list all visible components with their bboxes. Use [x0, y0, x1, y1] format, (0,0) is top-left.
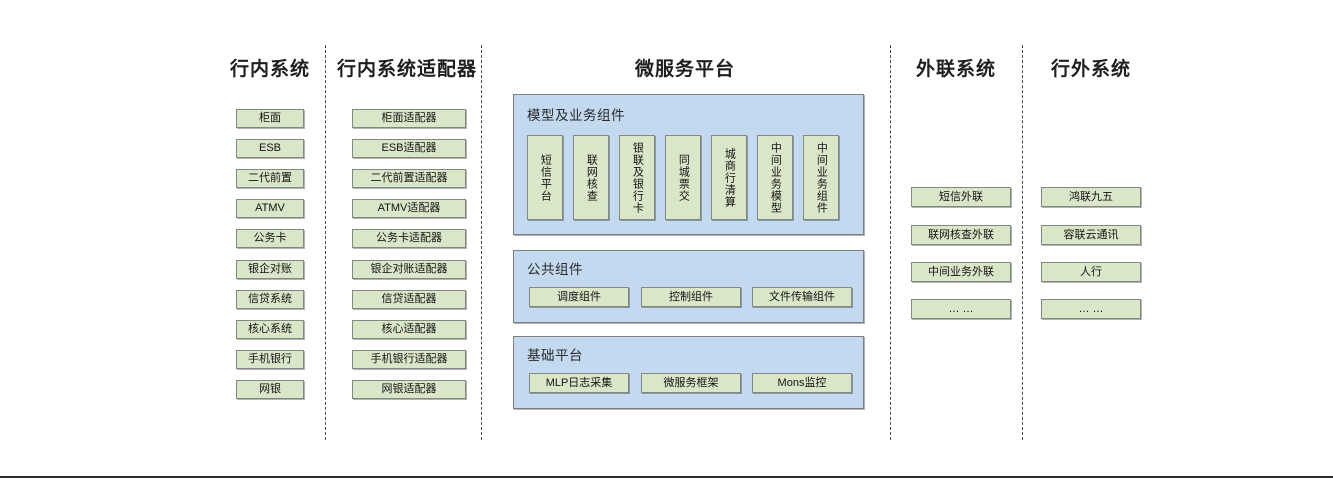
- node-out-bank-system[interactable]: 人行: [1041, 262, 1141, 282]
- column-divider-4: [1022, 45, 1023, 440]
- column-title-out-bank-systems: 行外系统: [1050, 59, 1131, 80]
- node-in-bank-adapter[interactable]: 公务卡适配器: [352, 229, 466, 248]
- node-model-component[interactable]: 同城票交: [665, 135, 701, 220]
- node-model-component[interactable]: 城商行清算: [711, 135, 747, 220]
- node-model-component[interactable]: 银联及银行卡: [619, 135, 655, 220]
- node-in-bank-system[interactable]: 银企对账: [236, 260, 304, 279]
- panel-public-components: [513, 250, 864, 323]
- node-external-link-system[interactable]: … …: [911, 299, 1011, 319]
- node-in-bank-system[interactable]: 二代前置: [236, 169, 304, 188]
- node-model-component[interactable]: 中间业务模型: [757, 135, 793, 220]
- column-divider-2: [481, 45, 482, 440]
- node-in-bank-adapter[interactable]: 网银适配器: [352, 380, 466, 399]
- node-in-bank-system[interactable]: 手机银行: [236, 350, 304, 369]
- node-base-platform-component[interactable]: 微服务框架: [641, 373, 741, 393]
- panel-base-platform: [513, 336, 864, 409]
- node-public-component[interactable]: 文件传输组件: [752, 287, 852, 307]
- column-title-external-link-systems: 外联系统: [915, 59, 996, 80]
- node-in-bank-adapter[interactable]: ESB适配器: [352, 139, 466, 158]
- node-in-bank-system[interactable]: ATMV: [236, 199, 304, 218]
- node-in-bank-system[interactable]: 信贷系统: [236, 290, 304, 309]
- node-out-bank-system[interactable]: 鸿联九五: [1041, 187, 1141, 207]
- node-in-bank-system[interactable]: ESB: [236, 139, 304, 158]
- node-base-platform-component[interactable]: Mons监控: [752, 373, 852, 393]
- node-in-bank-adapter[interactable]: 银企对账适配器: [352, 260, 466, 279]
- bottom-divider: [0, 476, 1333, 478]
- node-in-bank-system[interactable]: 网银: [236, 380, 304, 399]
- node-in-bank-adapter[interactable]: 核心适配器: [352, 320, 466, 339]
- column-divider-1: [325, 45, 326, 440]
- node-in-bank-adapter[interactable]: 二代前置适配器: [352, 169, 466, 188]
- column-title-in-bank-systems: 行内系统: [229, 59, 310, 80]
- node-in-bank-adapter[interactable]: 信贷适配器: [352, 290, 466, 309]
- node-model-component[interactable]: 短信平台: [527, 135, 563, 220]
- node-in-bank-adapter[interactable]: 手机银行适配器: [352, 350, 466, 369]
- node-out-bank-system[interactable]: … …: [1041, 299, 1141, 319]
- column-title-in-bank-adapters: 行内系统适配器: [336, 59, 477, 80]
- node-in-bank-adapter[interactable]: ATMV适配器: [352, 199, 466, 218]
- column-divider-3: [890, 45, 891, 440]
- panel-title-base-platform: 基础平台: [527, 348, 583, 363]
- node-public-component[interactable]: 调度组件: [529, 287, 629, 307]
- node-in-bank-system[interactable]: 公务卡: [236, 229, 304, 248]
- node-base-platform-component[interactable]: MLP日志采集: [529, 373, 629, 393]
- node-in-bank-system[interactable]: 核心系统: [236, 320, 304, 339]
- node-model-component[interactable]: 中间业务组件: [803, 135, 839, 220]
- column-title-microservice-platform: 微服务平台: [634, 59, 735, 80]
- node-in-bank-adapter[interactable]: 柜面适配器: [352, 109, 466, 128]
- node-external-link-system[interactable]: 联网核查外联: [911, 225, 1011, 245]
- panel-title-model-business-components: 模型及业务组件: [527, 108, 625, 123]
- node-in-bank-system[interactable]: 柜面: [236, 109, 304, 128]
- node-external-link-system[interactable]: 中间业务外联: [911, 262, 1011, 282]
- panel-title-public-components: 公共组件: [527, 262, 583, 277]
- node-external-link-system[interactable]: 短信外联: [911, 187, 1011, 207]
- node-out-bank-system[interactable]: 容联云通讯: [1041, 225, 1141, 245]
- node-model-component[interactable]: 联网核查: [573, 135, 609, 220]
- node-public-component[interactable]: 控制组件: [641, 287, 741, 307]
